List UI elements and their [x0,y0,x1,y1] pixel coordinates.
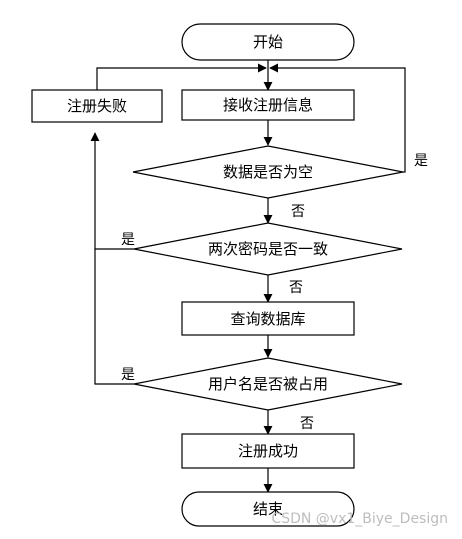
receive-info-label: 接收注册信息 [223,96,313,114]
end-terminal [181,491,355,527]
query-db-box [181,301,355,336]
check-taken-label: 用户名是否被占用 [208,375,328,393]
arrow-check-empty-yes-loop [269,63,406,173]
check-password-label: 两次密码是否一致 [208,240,328,258]
register-fail-box [31,89,163,123]
branch-no-check-password: 否 [289,280,303,296]
check-password-decision [133,222,403,276]
csdn-watermark: CSDN @vx1_Biye_Design [271,511,448,527]
register-success-label: 注册成功 [238,442,298,460]
arrow-check-taken-yes-to-fail [94,249,134,385]
branch-yes-check-taken: 是 [121,367,135,383]
check-taken-decision [133,357,403,411]
start-label: 开始 [253,33,283,51]
branch-no-check-taken: 否 [300,416,314,432]
register-success-box [181,433,355,469]
receive-info-box [181,89,355,121]
register-fail-label: 注册失败 [67,97,127,115]
arrow-fail-loop [96,63,267,90]
branch-yes-check-password: 是 [121,232,135,248]
branch-no-check-empty: 否 [291,204,305,220]
query-db-label: 查询数据库 [230,310,305,328]
check-empty-decision [132,145,404,199]
end-label: 结束 [253,500,283,518]
branch-yes-check-empty: 是 [414,153,428,169]
check-empty-label: 数据是否为空 [223,163,313,181]
start-terminal [181,23,355,61]
